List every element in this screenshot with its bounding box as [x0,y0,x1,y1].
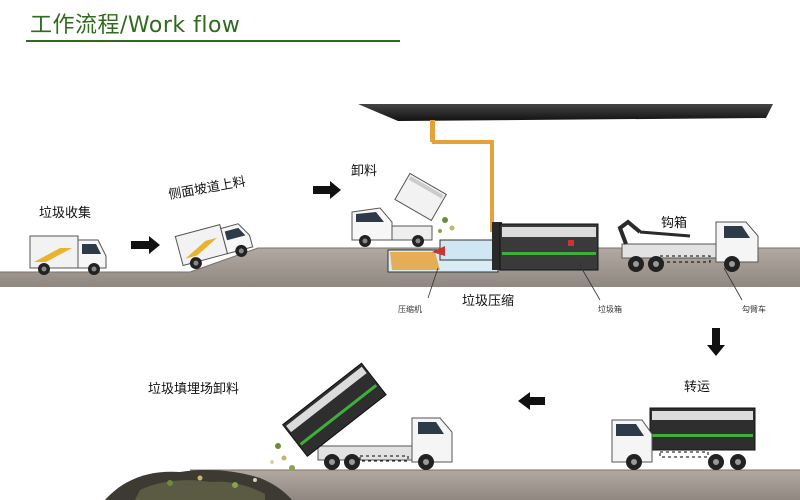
arrow-right-2 [313,181,341,199]
ramp-truck [174,223,254,270]
part-label-bin: 垃圾箱 [598,305,622,314]
transfer-truck [611,407,756,470]
tipping-truck [270,362,453,471]
canopy [358,104,773,232]
arrow-down [707,328,725,356]
step-label-hook: 钩箱 [661,216,688,231]
step-label-compress: 垃圾压缩 [462,294,515,309]
step-label-transfer: 转运 [684,380,711,395]
title-underline [26,40,400,42]
landfill-pile [105,470,292,500]
step-label-landfill: 垃圾填埋场卸料 [148,382,240,397]
step-label-unload: 卸料 [351,164,378,179]
compression-station [387,222,502,273]
part-label-compressor: 压缩机 [398,305,422,314]
callout-lines [427,261,743,301]
arrow-left [518,392,545,410]
arrow-right-1 [131,236,160,254]
hook-truck [617,219,759,272]
lower-ground [190,469,800,500]
collection-truck [29,235,107,275]
part-label-hook-truck: 勾臂车 [742,305,766,314]
step-label-collect: 垃圾收集 [39,206,92,221]
station-container [499,223,599,271]
unloading-truck [351,172,455,247]
page-title: 工作流程/Work flow [30,13,241,38]
